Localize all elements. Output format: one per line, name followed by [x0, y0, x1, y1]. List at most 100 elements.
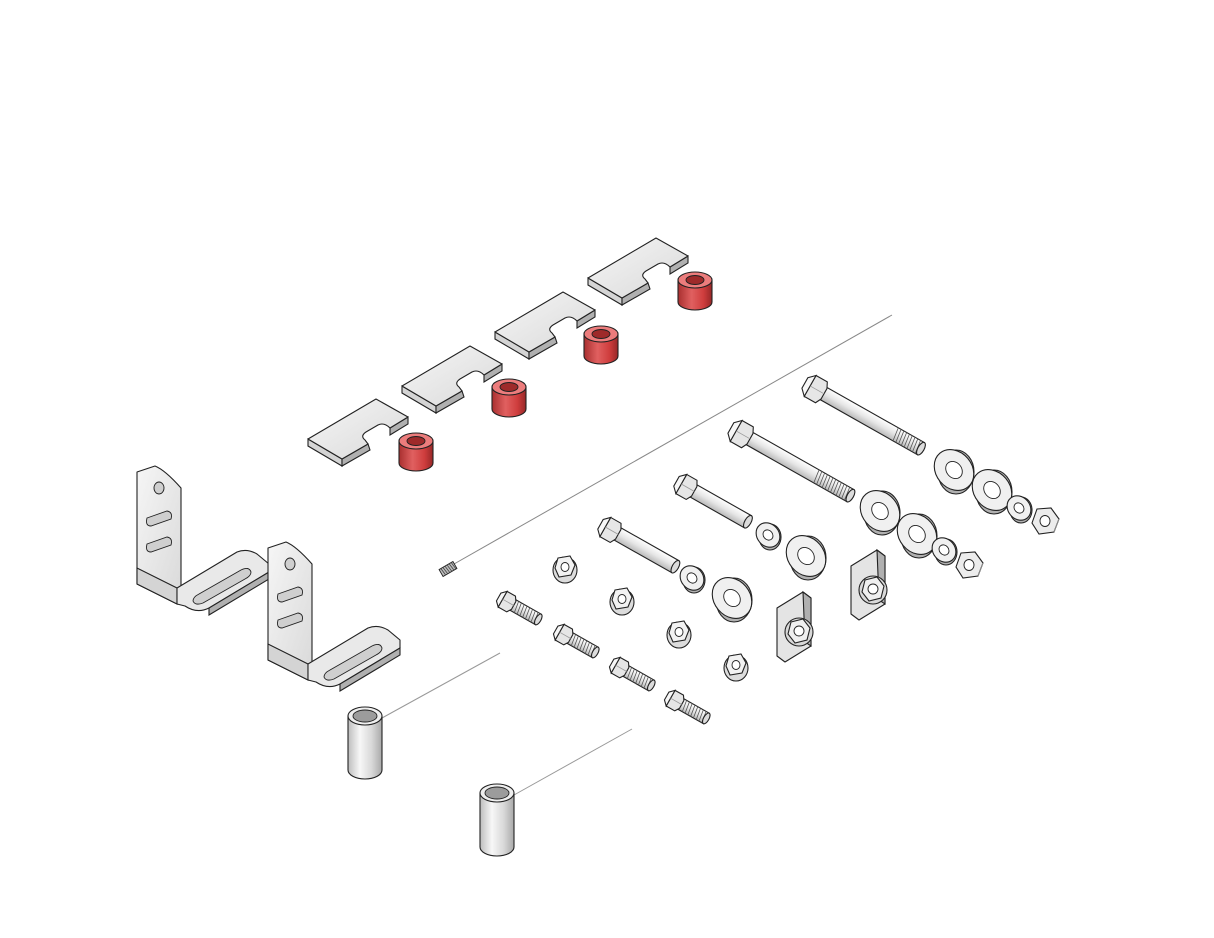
spring-coil: [444, 565, 451, 573]
sleeve-body: [479, 792, 515, 857]
long-bolt: [727, 419, 856, 503]
washer-hole: [797, 546, 815, 566]
hex-edge: [977, 562, 984, 577]
spacer-bushing: [677, 271, 713, 311]
thread-line: [838, 483, 845, 498]
thread-line: [584, 642, 590, 654]
hex-edge: [559, 631, 571, 639]
thread-line: [576, 637, 582, 650]
flange-nut: [609, 587, 635, 616]
thread-line: [643, 676, 649, 689]
thread-line: [687, 703, 693, 716]
shim-plate: [307, 398, 409, 467]
long-bolt-tip: [916, 441, 926, 456]
nut-hole: [731, 660, 741, 670]
bolts: [495, 374, 926, 725]
spacer-hole: [591, 329, 611, 339]
washer: [785, 535, 827, 581]
flange-nut: [552, 555, 578, 584]
thread-line: [573, 635, 579, 648]
thread-line: [632, 670, 638, 683]
thread-line: [635, 671, 641, 684]
short-bolt: [663, 689, 711, 725]
long-bolt-tip: [845, 488, 856, 503]
washer-hole: [938, 544, 950, 556]
spring-coil: [446, 564, 453, 572]
sleeve-with-wire: [347, 706, 383, 780]
washer-hole: [762, 529, 774, 541]
hex-edge: [605, 526, 619, 535]
bracket: [136, 465, 270, 616]
thread-line: [695, 708, 701, 720]
washer: [931, 537, 958, 566]
washer-hole: [686, 572, 698, 584]
bracket-arm-slot: [192, 567, 252, 605]
washer-hole: [983, 480, 1001, 500]
thread-line: [587, 643, 593, 656]
thread-line: [912, 438, 919, 453]
thread-line: [527, 609, 533, 621]
thread-line: [903, 433, 910, 448]
washer: [859, 490, 901, 536]
sleeve-body: [347, 715, 383, 780]
thread-line: [516, 602, 522, 615]
short-bolt-head-face: [608, 656, 622, 675]
long-bolt-head-face: [597, 516, 612, 539]
thread-line: [841, 485, 848, 499]
bracket-slot: [146, 536, 172, 553]
spring: [438, 560, 458, 578]
washer: [896, 513, 938, 559]
thread-line: [626, 667, 632, 679]
bracket-slot: [277, 586, 303, 603]
washer-hole: [908, 524, 926, 544]
nut-hole: [1039, 515, 1051, 527]
thread-line: [830, 479, 837, 493]
hex-edge: [809, 385, 825, 395]
shim-plate: [587, 237, 689, 306]
spring-body: [438, 560, 458, 578]
sleeve-wire: [381, 652, 501, 719]
thread-line: [844, 487, 851, 501]
cage-hole: [793, 625, 805, 637]
hex-edge: [615, 664, 627, 672]
hex-edge: [1053, 518, 1060, 533]
short-bolt-tip: [701, 712, 711, 725]
short-bolt-tip: [590, 646, 600, 659]
shim-plate: [494, 291, 596, 360]
nut-hole: [560, 562, 570, 572]
thread-line: [684, 701, 690, 714]
washer-hole: [723, 588, 741, 608]
sleeve-with-wire: [479, 783, 515, 857]
long-bolt-head-face: [801, 374, 818, 398]
thread-line: [895, 429, 902, 443]
thread-line: [629, 668, 635, 681]
thread-line: [906, 435, 913, 449]
thread-line: [813, 469, 820, 484]
short-bolt-tip: [646, 679, 656, 692]
shim-plates: [307, 237, 689, 467]
thread-line: [513, 601, 519, 613]
shim-face: [587, 237, 689, 299]
thread-line: [821, 474, 828, 488]
spring-coil: [450, 562, 457, 570]
flange-nut: [723, 653, 749, 682]
thread-line: [570, 634, 576, 646]
nut-hole: [963, 559, 975, 571]
hex-edge: [681, 483, 695, 492]
thread-line: [525, 607, 531, 620]
bracket-arm-edge: [339, 647, 401, 692]
short-bolt: [552, 623, 600, 659]
long-bolt: [597, 516, 681, 574]
hex-edge: [502, 598, 514, 606]
thread-line: [519, 604, 525, 617]
thread-line: [818, 472, 826, 487]
long-bolt: [801, 374, 926, 456]
spring-coil: [442, 567, 449, 575]
wire-layer: [381, 314, 893, 796]
washer: [1006, 495, 1033, 524]
cage-nut: [850, 548, 888, 621]
thread-line: [530, 610, 536, 623]
short-bolt-head-face: [552, 623, 566, 642]
